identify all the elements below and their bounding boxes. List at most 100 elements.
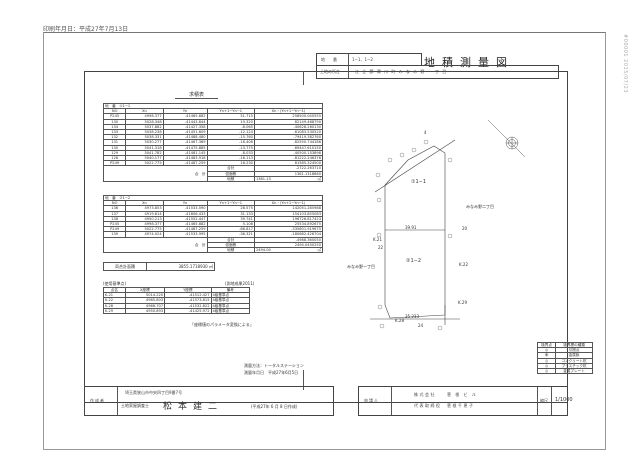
divider <box>391 387 392 415</box>
cell: 4974.024 <box>125 231 164 238</box>
author-block: 作成者 埼玉県狭山市中央四丁目9番7号 土地家屋調査士 松本建二 (平成27年 … <box>84 386 334 416</box>
chiban-value: 1−1、1−2 <box>352 57 373 62</box>
cell: 5030.277 <box>125 139 164 146</box>
cell: 136 <box>102 205 127 212</box>
lot-number-22: 22 <box>378 245 384 250</box>
cell: 5038.331 <box>125 134 164 141</box>
column-header-row: NO Xn Yn Yn+1−Yn−1 Xn・(Yn+1−Yn−1) <box>102 200 324 207</box>
cell: 5041.782 <box>125 149 164 157</box>
divider <box>551 387 552 415</box>
legend-header: 境界点境界標の種類 <box>536 341 593 349</box>
cell: 5038.238 <box>125 128 164 136</box>
applicant-company: 株式会社 菅 根 ビ ル <box>414 392 478 397</box>
parcel-1-label: ①1−1 <box>411 179 427 185</box>
dimension-mid: 39.91 <box>405 225 417 230</box>
divider <box>117 387 118 415</box>
area-value: 2494.04 ㎡ <box>253 247 324 254</box>
ref-point-k22: K.22 <box>459 262 468 267</box>
scale-value: 1/1000 <box>555 397 573 403</box>
ref-points-system: (測地成果2011) <box>225 281 255 286</box>
col-prod: Xn・(Yn+1−Yn−1) <box>253 108 324 115</box>
lot-number-24: 24 <box>418 323 424 328</box>
applicant-representative: 代表取締役 菅根千恵子 <box>414 403 475 408</box>
cell: 5022.775 <box>125 226 164 233</box>
parcel-header-value: ②1−2 <box>119 196 131 200</box>
cell: 合計 <box>206 236 255 243</box>
cell: K.29 <box>103 307 126 315</box>
cell: 5041.318 <box>125 144 164 151</box>
cell: 4950.213 <box>125 215 164 223</box>
column-header-row: NO Xn Yn Yn+1−Yn−1 Xn・(Yn+1−Yn−1) <box>102 108 324 115</box>
area-table-title: 求積表 <box>175 92 219 99</box>
author-name: 松本建二 <box>163 402 224 412</box>
cell: 130 <box>102 144 127 151</box>
north-arrow-icon <box>487 119 526 158</box>
divider <box>303 370 304 390</box>
cell: 倍面積 <box>206 170 255 177</box>
col-no: NO <box>102 108 127 115</box>
unit: ㎡ <box>317 248 321 253</box>
total-area-value: 3855.1718930 ㎡ <box>146 262 215 271</box>
col-no: NO <box>102 200 127 207</box>
sum-label: 合 計 <box>103 236 208 254</box>
col-dy: Yn+1−Yn−1 <box>206 108 255 115</box>
location-value: 江 企 郡 滑 川 町 み な み 野 一 丁 目 <box>355 69 448 74</box>
watermark: #00001 2015/07/23 <box>622 34 628 94</box>
lot-number-20: 20 <box>462 226 468 231</box>
divider <box>348 54 349 66</box>
cell: 129 <box>102 149 127 157</box>
legend-label: コンクリート杭 <box>555 357 593 364</box>
marker-icon: ◎ <box>536 362 557 370</box>
col-prod: Xn・(Yn+1−Yn−1) <box>253 200 324 207</box>
col-xn: Xn <box>125 200 164 207</box>
cell: P249 <box>102 160 127 167</box>
cell: 5037.882 <box>125 123 164 131</box>
legend-col-point: 境界点 <box>536 341 557 349</box>
survey-date-label: 測量年月日 <box>244 370 264 375</box>
area-number: 2494.04 <box>255 248 271 253</box>
boundary-legend: 境界点境界標の種類 ◎引照点 ㊎金属鋲 ◎コンクリート杭 ◎プラスチック杭 ◎金… <box>536 341 593 375</box>
col-note: 備考 <box>210 286 250 294</box>
divider <box>303 71 304 85</box>
marker-icon: ◎ <box>536 357 557 364</box>
drawing-frame <box>84 71 568 403</box>
legend-label: プラスチック杭 <box>555 362 593 370</box>
cell: 130 <box>102 118 127 125</box>
divider <box>348 66 349 78</box>
parcel-header-label: 地 番 <box>105 104 116 108</box>
parcel-2-label: ②1−2 <box>406 258 422 264</box>
survey-date-value: 平成27年6月5日 <box>268 370 299 375</box>
chiban-label: 地 番 <box>321 57 337 62</box>
cell: 131 <box>102 139 127 146</box>
marker-icon: ◎ <box>536 367 557 375</box>
sum-row: 合 計合計-2722.263710 <box>103 165 324 183</box>
cell: 5022.775 <box>125 160 164 167</box>
cell: 139 <box>102 231 127 238</box>
author-date: (平成27年 6 月 8 日作成) <box>251 404 298 409</box>
cell: 5028.348 <box>125 118 164 125</box>
cell: 133 <box>102 128 127 136</box>
cell: P249 <box>102 226 127 233</box>
col-y: Y座標 <box>164 286 212 294</box>
cell: P245 <box>102 113 127 120</box>
location-label: 土地の所在 <box>320 69 340 74</box>
legend-label: 金属鋲 <box>555 352 593 359</box>
applicant-label: 申請人 <box>364 398 379 403</box>
cell: 4950.893 <box>124 307 166 315</box>
marker-icon: ㊎ <box>536 352 557 359</box>
area-number: 1361.13 <box>255 176 271 181</box>
cell: 138 <box>102 215 127 223</box>
divider <box>537 387 538 415</box>
neighbor-left: みなみ野一丁目 <box>347 264 375 269</box>
cell: 地積 <box>206 175 255 183</box>
print-date: 印刷年月日：平成27年7月13日 <box>43 26 129 33</box>
ref-points-title: (使用基準点) <box>103 281 127 286</box>
cell: 地積 <box>206 247 255 254</box>
cell: 4919.814 <box>125 210 164 217</box>
author-title: 土地家屋調査士 <box>121 403 149 408</box>
survey-date: 測量年月日 平成27年6月5日 <box>244 370 298 375</box>
